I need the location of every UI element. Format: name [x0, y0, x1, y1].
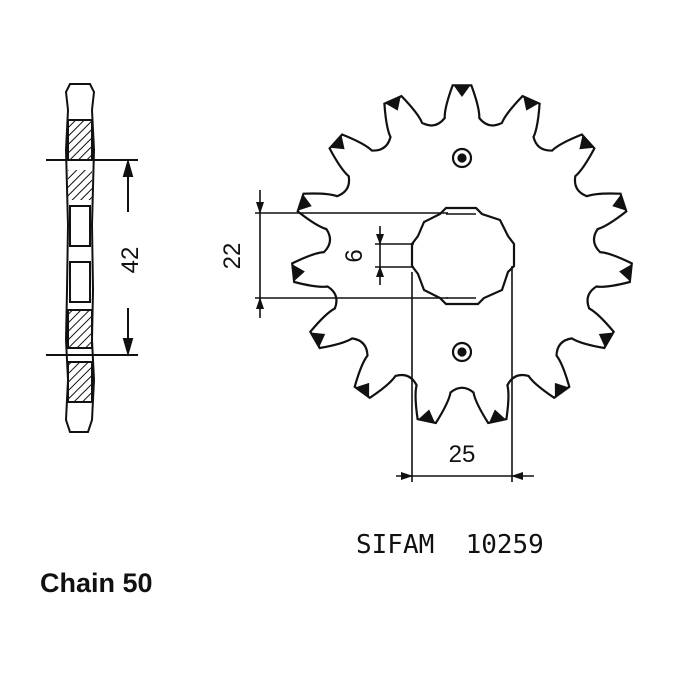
- chain-label: Chain 50: [40, 568, 153, 598]
- mounting-hole-bottom-inner: [457, 347, 467, 357]
- tooth-tip: [554, 382, 569, 398]
- tooth-tip: [385, 96, 401, 111]
- dimension-42-label: 42: [117, 247, 144, 274]
- tooth-tip: [292, 264, 305, 282]
- tooth-tip: [523, 96, 539, 111]
- splined-bore: [410, 206, 516, 306]
- dimension-25-arrow-right: [511, 472, 523, 480]
- tooth-tip: [453, 85, 471, 97]
- side-view-hatch-top: [67, 119, 93, 161]
- dimension-42-arrow-bottom: [122, 338, 134, 357]
- tooth-tip: [488, 409, 506, 423]
- side-view-hatch-lower-mid: [67, 309, 93, 349]
- sprocket-outline: [291, 84, 633, 425]
- part-label: SIFAM 10259: [356, 530, 544, 560]
- mounting-hole-bottom: [451, 341, 473, 363]
- mounting-hole-top-inner: [457, 153, 467, 163]
- side-view-hatch-bottom: [67, 361, 93, 403]
- dimension-25-arrow-left: [401, 472, 413, 480]
- tooth-tip: [598, 332, 614, 348]
- dimension-22-arrow-top: [256, 202, 264, 214]
- tooth-tip: [579, 135, 594, 150]
- dimension-6-label: 6: [341, 249, 368, 262]
- mounting-hole-top: [451, 147, 473, 169]
- side-view-outline: [64, 83, 96, 433]
- tooth-tip: [612, 194, 627, 211]
- tooth-tip: [619, 264, 632, 282]
- dimension-22-arrow-bottom: [256, 297, 264, 309]
- tooth-tips: [292, 85, 632, 423]
- dimension-42-arrow-top: [122, 158, 134, 177]
- side-view-hub-lower: [69, 261, 91, 303]
- side-view-hub-upper: [69, 205, 91, 247]
- tooth-tip: [418, 409, 436, 423]
- dimension-22-label: 22: [219, 243, 246, 270]
- tooth-tip: [297, 194, 312, 211]
- dimension-25-label: 25: [449, 441, 476, 468]
- tooth-tip: [330, 135, 345, 150]
- dimension-6-arrow-bottom: [376, 266, 384, 277]
- side-view: [46, 83, 138, 433]
- tooth-tip: [355, 382, 370, 398]
- front-view: [255, 84, 633, 482]
- side-view-hatch-upper-mid: [68, 170, 92, 200]
- tooth-tip: [310, 332, 326, 348]
- dimension-6-arrow-top: [376, 234, 384, 245]
